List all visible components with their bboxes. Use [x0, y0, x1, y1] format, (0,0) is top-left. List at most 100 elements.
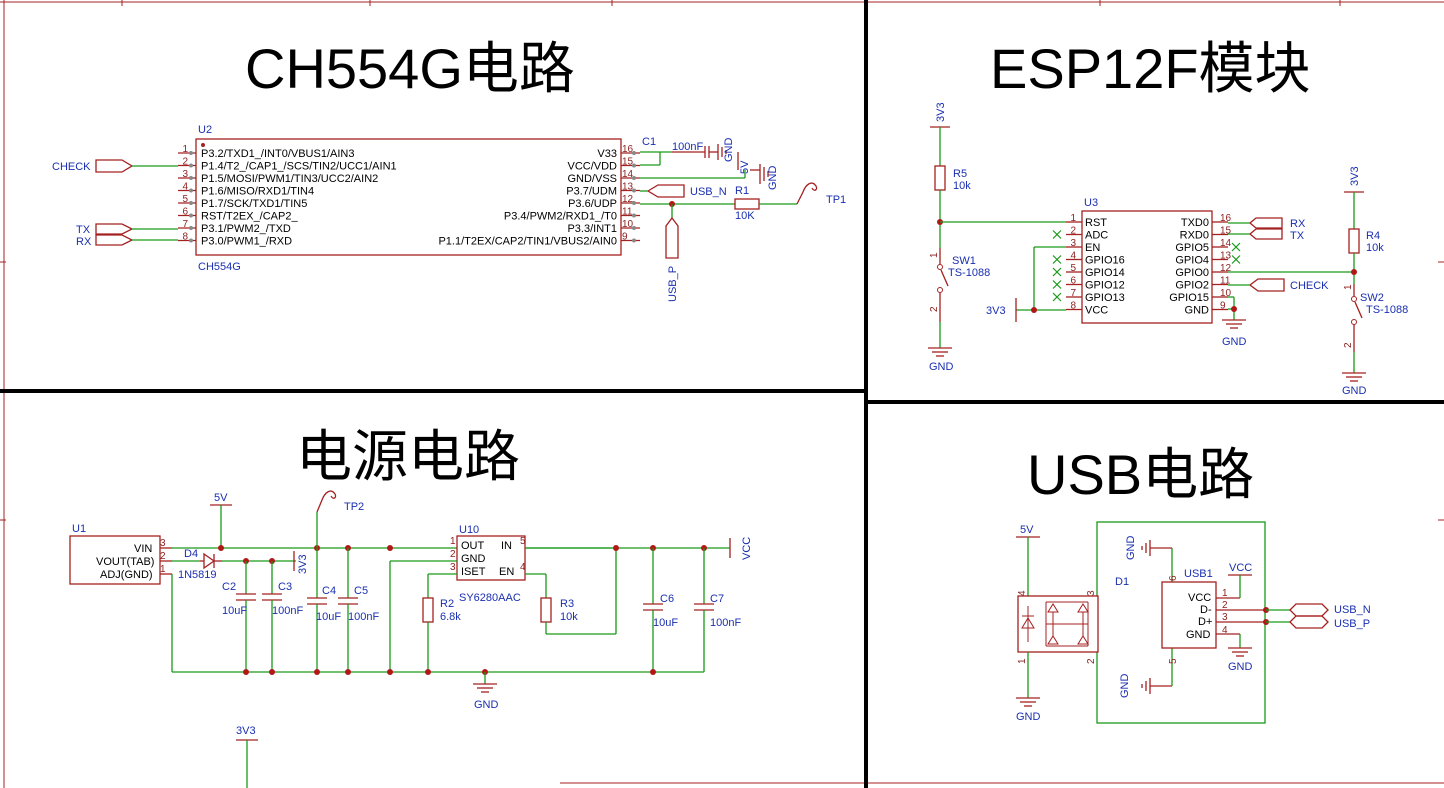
- sw1-value: TS-1088: [948, 267, 990, 279]
- u3-pin-num: 6: [1070, 276, 1076, 287]
- sw1-switch[interactable]: [937, 248, 949, 322]
- u2-pin-name: RST/T2EX_/CAP2_: [201, 211, 298, 223]
- rx-flag-u3[interactable]: [1248, 217, 1283, 229]
- sw2-switch[interactable]: [1351, 284, 1363, 352]
- c7-capacitor[interactable]: [694, 548, 714, 672]
- check-net-flag[interactable]: [95, 159, 134, 173]
- usb-n-flag[interactable]: [646, 184, 685, 198]
- u10-pin1-num: 1: [450, 536, 456, 547]
- title-ch554: CH554G电路: [245, 37, 575, 100]
- v33-left-label: 3V3: [986, 305, 1006, 317]
- c3-capacitor[interactable]: [262, 561, 282, 672]
- no-connect-mark: [1052, 267, 1062, 277]
- u3-pin-name: GPIO13: [1085, 292, 1125, 304]
- u2-pin-num: 4: [182, 182, 188, 193]
- u2-pin-dot: [632, 226, 636, 230]
- u3-pin-name: GPIO15: [1169, 292, 1209, 304]
- tp1-label: TP1: [826, 194, 846, 206]
- d4-diode[interactable]: [200, 552, 222, 570]
- tx-net-flag[interactable]: [95, 223, 134, 235]
- u2-pin-num: 7: [182, 219, 188, 230]
- u3-ref: U3: [1084, 197, 1098, 209]
- u1-body[interactable]: [69, 535, 161, 585]
- c2-value: 10uF: [222, 605, 247, 617]
- r2-ref: R2: [440, 598, 454, 610]
- tx-label-u3: TX: [1290, 230, 1305, 242]
- u10-body[interactable]: [456, 535, 526, 581]
- u3-pin-num: 15: [1220, 226, 1232, 237]
- tx-flag-u3[interactable]: [1248, 228, 1283, 240]
- u2-pin-num: 14: [622, 169, 634, 180]
- c2-ref: C2: [222, 581, 236, 593]
- c6-capacitor[interactable]: [643, 548, 663, 672]
- u3-pin-name: GPIO12: [1085, 280, 1125, 292]
- rx-net-label: RX: [76, 236, 92, 248]
- gnd-symbol-u3: [1222, 319, 1246, 329]
- gnd-label-usb-bottom: GND: [1119, 674, 1131, 699]
- r5-resistor[interactable]: [934, 165, 946, 191]
- gnd-symbol-u2: [750, 164, 769, 184]
- u3-pin-name: GPIO2: [1175, 280, 1209, 292]
- c2-capacitor[interactable]: [236, 561, 256, 672]
- u2-pin-name: P3.1/PWM2_/TXD: [201, 223, 291, 235]
- gnd-label-usb1: GND: [1228, 661, 1253, 673]
- u2-pin-dot: [632, 163, 636, 168]
- c5-capacitor[interactable]: [338, 548, 358, 672]
- u2-pin-dot: [189, 201, 193, 205]
- u2-ref: U2: [198, 124, 212, 136]
- u2-pin-name: P3.2/TXD1_/INT0/VBUS1/AIN3: [201, 148, 354, 160]
- u2-body[interactable]: [195, 138, 622, 256]
- u1-pin-vout: VOUT(TAB): [96, 556, 154, 568]
- u2-pin-dot: [189, 213, 193, 218]
- check-label-u3: CHECK: [1290, 280, 1329, 292]
- r3-resistor[interactable]: [540, 597, 552, 623]
- u3-pin-name: GPIO4: [1175, 255, 1209, 267]
- r2-resistor[interactable]: [422, 597, 434, 623]
- usb-p-flag[interactable]: [665, 216, 679, 259]
- usb-n-flag-usb[interactable]: [1289, 603, 1329, 617]
- r4-ref: R4: [1366, 230, 1380, 242]
- u3-right-pins: 16TXD015RXD014GPIO513GPIO412GPIO011GPIO2…: [1169, 213, 1241, 317]
- c4-value: 10uF: [316, 611, 341, 623]
- u3-pin-num: 9: [1220, 301, 1226, 312]
- u1-pin-adj: ADJ(GND): [100, 569, 153, 581]
- u3-pin-name: GPIO14: [1085, 267, 1125, 279]
- check-net-label: CHECK: [52, 161, 91, 173]
- u2-pin-dot: [189, 188, 193, 193]
- c4-capacitor[interactable]: [307, 548, 327, 672]
- usb1-body[interactable]: [1161, 581, 1217, 649]
- usb-p-label: USB_P: [667, 266, 679, 302]
- c1-capacitor[interactable]: [672, 146, 718, 158]
- sw2-pin2: 2: [1343, 342, 1354, 348]
- check-flag-u3[interactable]: [1248, 278, 1285, 292]
- u2-pin-num: 11: [622, 207, 633, 218]
- usb-n-label-usb: USB_N: [1334, 604, 1371, 616]
- usb-p-flag-usb[interactable]: [1289, 615, 1329, 629]
- d4-ref: D4: [184, 548, 198, 560]
- c7-value: 100nF: [710, 617, 741, 629]
- power-circuit: U1 VIN VOUT(TAB) ADJ(GND) 3 2 1 5V D4 1N…: [69, 490, 753, 788]
- u1-pin-vin: VIN: [134, 543, 152, 555]
- usb1-pin-dm: D-: [1200, 604, 1212, 616]
- u3-pin-num: 7: [1070, 288, 1076, 299]
- u1-pin1-num: 1: [160, 564, 166, 575]
- tp2-testpoint[interactable]: [316, 490, 337, 513]
- c5-value: 100nF: [348, 611, 379, 623]
- u3-pin-name: ADC: [1085, 230, 1108, 242]
- u2-pin-num: 6: [182, 207, 188, 218]
- u3-pin-num: 1: [1070, 213, 1076, 224]
- rx-net-flag[interactable]: [95, 234, 134, 246]
- tp1-testpoint[interactable]: [796, 182, 818, 205]
- gnd-label-usb-top: GND: [1125, 536, 1137, 561]
- usb1-pin3-num: 3: [1222, 612, 1228, 623]
- r1-resistor[interactable]: [734, 198, 760, 210]
- r4-resistor[interactable]: [1348, 228, 1360, 254]
- u2-pin-num: 10: [622, 219, 634, 230]
- u3-body[interactable]: [1081, 210, 1213, 324]
- no-connect-mark: [1052, 230, 1062, 239]
- u2-pin-name: P3.4/PWM2/RXD1_/T0: [504, 211, 617, 223]
- usb1-pin-dp: D+: [1198, 616, 1212, 628]
